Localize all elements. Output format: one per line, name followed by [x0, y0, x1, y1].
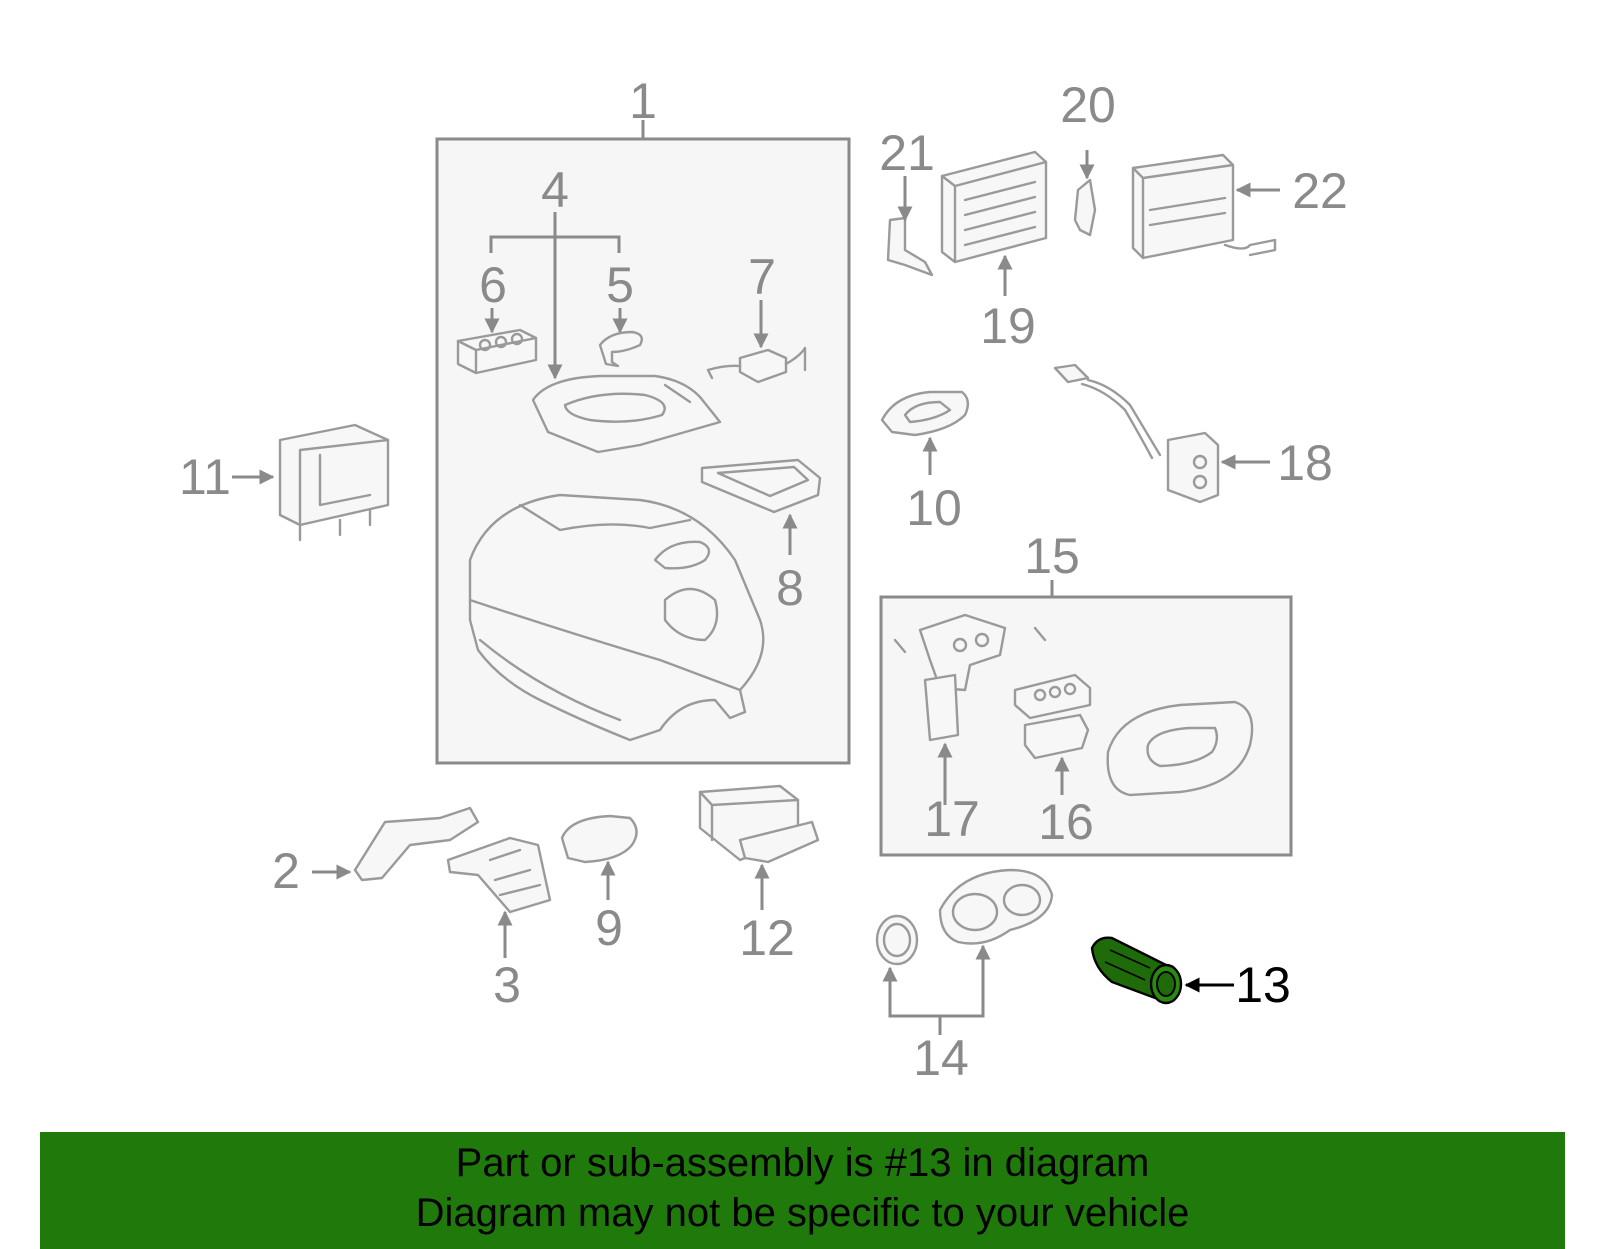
- part-4-panel: [531, 374, 722, 454]
- callout-13: 13: [1235, 957, 1291, 1013]
- callout-14: 14: [913, 1030, 969, 1086]
- callout-12: 12: [739, 910, 795, 966]
- part-12-box: [698, 784, 820, 910]
- callout-20: 20: [1060, 77, 1116, 133]
- callout-5: 5: [606, 257, 634, 313]
- callout-15: 15: [1024, 528, 1080, 584]
- part-14-ring-and-holder: [875, 868, 1054, 1035]
- banner-line-disclaimer: Diagram may not be specific to your vehi…: [415, 1191, 1190, 1235]
- callout-2: 2: [272, 843, 300, 899]
- callout-21: 21: [879, 125, 935, 181]
- callout-10: 10: [906, 480, 962, 536]
- bracket-4-5-6: [484, 212, 628, 380]
- callout-19: 19: [980, 298, 1036, 354]
- part-22-unit: [1131, 153, 1280, 260]
- callout-6: 6: [479, 257, 507, 313]
- part-10-bezel: [880, 390, 970, 475]
- callout-8: 8: [776, 560, 804, 616]
- callout-18: 18: [1277, 435, 1333, 491]
- part-3-bracket: [446, 836, 552, 958]
- callout-16: 16: [1038, 794, 1094, 850]
- part-9-cover: [560, 814, 638, 900]
- part-18-socket: [1053, 363, 1270, 504]
- console-body: [468, 493, 765, 742]
- part-20-bracket: [1073, 150, 1097, 237]
- callout-labels: 1 4 6 5 7 8 11 21 20 22 19 10 18 15 17 1…: [179, 73, 1348, 1086]
- callout-11: 11: [179, 449, 231, 505]
- callout-17: 17: [924, 791, 980, 847]
- callout-4: 4: [541, 162, 569, 218]
- part-15-bezel: [1106, 700, 1254, 797]
- part-17-bracket: [893, 613, 1047, 805]
- callout-9: 9: [595, 900, 623, 956]
- part-13-lighter-socket: [1090, 936, 1234, 1005]
- part-2-bracket: [312, 806, 480, 882]
- part-7-harness: [706, 300, 807, 384]
- callout-3: 3: [493, 957, 521, 1013]
- part-16-panel: [1013, 673, 1092, 795]
- part-19-module: [940, 150, 1048, 296]
- callout-1: 1: [629, 73, 657, 129]
- part-21-bracket: [886, 176, 934, 277]
- part-8-tray: [700, 458, 822, 555]
- banner-line-part: Part or sub-assembly is #13 in diagram: [455, 1141, 1150, 1185]
- part-5-clip: [598, 330, 643, 368]
- callout-7: 7: [748, 249, 776, 305]
- callout-22: 22: [1292, 163, 1348, 219]
- info-banner: Part or sub-assembly is #13 in diagram D…: [40, 1132, 1565, 1249]
- part-11-bracket: [232, 423, 390, 542]
- part-6-switch-block: [456, 328, 538, 375]
